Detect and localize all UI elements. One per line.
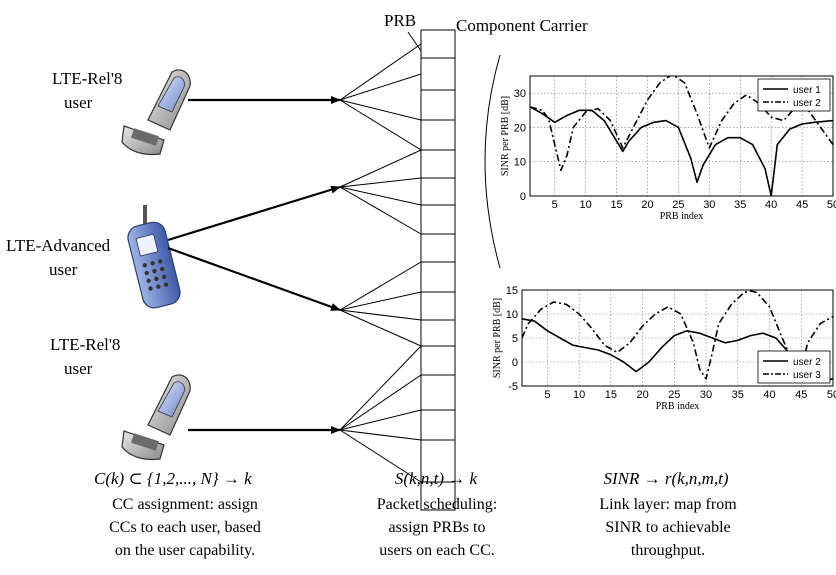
x-tick-label: 35 <box>732 389 744 401</box>
legend-box <box>757 350 831 384</box>
user-label-top-line2: user <box>64 93 93 112</box>
smartphone-icon <box>127 205 181 309</box>
y-tick-label: 20 <box>514 122 526 134</box>
x-tick-label: 45 <box>795 389 807 401</box>
link-layer-formula: SINR → r(k,n,m,t) <box>603 469 728 488</box>
x-tick-label: 30 <box>700 389 712 401</box>
y-tick-label: 15 <box>506 285 518 297</box>
x-tick-label: 25 <box>668 389 680 401</box>
y-tick-label: 0 <box>520 191 526 203</box>
series-line <box>522 318 833 381</box>
x-tick-label: 30 <box>703 199 715 211</box>
x-tick-label: 10 <box>573 389 585 401</box>
x-axis-label: PRB index <box>656 401 700 412</box>
series-line <box>530 106 833 196</box>
assignment-arrow <box>167 246 341 312</box>
user-label-mid-line2: user <box>49 260 78 279</box>
scheduling-fan <box>339 43 422 483</box>
legend-box <box>757 78 831 112</box>
x-tick-label: 10 <box>580 199 592 211</box>
y-tick-label: 5 <box>512 333 518 345</box>
series-line <box>530 76 833 172</box>
legend-label: user 3 <box>793 370 821 381</box>
plot-frame <box>529 75 834 197</box>
flip-phone-icon <box>121 374 191 461</box>
user-label-mid-line1: LTE-Advanced <box>6 236 111 255</box>
packet-scheduling-formula: S(k,n,t) → k <box>395 469 478 488</box>
x-tick-label: 35 <box>734 199 746 211</box>
user-label-bot-line2: user <box>64 359 93 378</box>
ps-caption-line3: users on each CC. <box>379 542 495 559</box>
y-tick-label: 10 <box>514 157 526 169</box>
y-tick-label: 0 <box>512 357 518 369</box>
series-line <box>522 290 833 380</box>
x-tick-label: 20 <box>641 199 653 211</box>
x-tick-label: 20 <box>636 389 648 401</box>
link-caption-line3: throughput. <box>631 542 705 559</box>
y-tick-label: -5 <box>508 381 518 393</box>
cc-caption-line1: CC assignment: assign <box>112 496 258 513</box>
link-caption-line1: Link layer: map from <box>599 496 737 513</box>
flip-phone-icon <box>121 69 191 156</box>
component-carrier-label: Component Carrier <box>456 16 588 35</box>
link-caption-line2: SINR to achievable <box>605 519 730 536</box>
x-axis-label: PRB index <box>660 211 704 222</box>
x-tick-label: 5 <box>552 199 558 211</box>
x-tick-label: 45 <box>796 199 808 211</box>
cc-caption-line2: CCs to each user, based <box>109 519 261 536</box>
assignment-arrow <box>167 185 341 242</box>
x-tick-label: 5 <box>544 389 550 401</box>
prb-label: PRB <box>384 11 416 30</box>
x-tick-label: 25 <box>672 199 684 211</box>
legend-label: user 1 <box>793 85 821 96</box>
legend-label: user 2 <box>793 357 821 368</box>
ps-caption-line2: assign PRBs to <box>389 519 486 536</box>
component-carrier-1 <box>420 29 456 267</box>
cc-assignment-formula: C(k) ⊂ {1,2,..., N} → k <box>94 469 252 488</box>
x-tick-label: 50 <box>827 389 836 401</box>
legend-label: user 2 <box>793 98 821 109</box>
component-carrier-2 <box>420 261 456 511</box>
sinr-chart-top: 51015202530354045500102030PRB indexSINR … <box>500 75 836 222</box>
component-carrier-brace <box>484 54 501 269</box>
y-axis-label: SINR per PRB [dB] <box>492 298 503 378</box>
x-tick-label: 40 <box>763 389 775 401</box>
x-tick-label: 15 <box>605 389 617 401</box>
user-label-top-line1: LTE-Rel'8 <box>52 69 122 88</box>
ps-caption-line1: Packet scheduling: <box>377 496 497 513</box>
x-tick-label: 50 <box>827 199 836 211</box>
y-tick-label: 30 <box>514 88 526 100</box>
user-label-bot-line1: LTE-Rel'8 <box>50 335 120 354</box>
y-axis-label: SINR per PRB [dB] <box>500 96 511 176</box>
y-tick-label: 10 <box>506 309 518 321</box>
cc-caption-line3: on the user capability. <box>115 542 255 559</box>
x-tick-label: 40 <box>765 199 777 211</box>
x-tick-label: 15 <box>610 199 622 211</box>
